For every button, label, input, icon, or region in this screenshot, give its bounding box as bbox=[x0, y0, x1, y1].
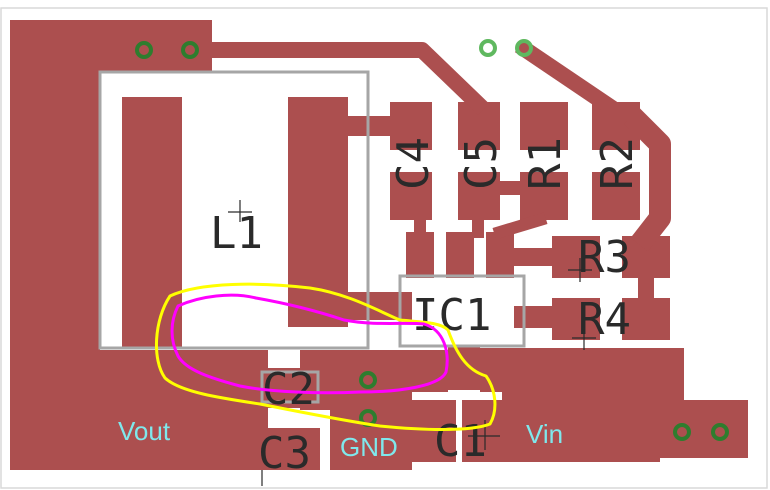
via-top-left-1 bbox=[135, 41, 153, 59]
component-origins bbox=[228, 200, 596, 486]
label-c1: C1 bbox=[434, 416, 487, 467]
c1-left-pad bbox=[412, 400, 456, 462]
net-label-gnd: GND bbox=[340, 432, 398, 462]
label-r2: R2 bbox=[592, 137, 643, 190]
annotation-magenta-loop bbox=[170, 293, 449, 395]
r1-top-pad bbox=[520, 102, 568, 150]
via-vin-1 bbox=[673, 423, 691, 441]
annotation-yellow-loop bbox=[155, 282, 497, 431]
gnd-copper-pour bbox=[300, 350, 448, 470]
silkscreen-layer bbox=[98, 70, 526, 404]
via-gnd-1 bbox=[359, 371, 377, 389]
label-c3: C3 bbox=[258, 428, 311, 479]
net-label-vout: Vout bbox=[118, 416, 171, 446]
label-ic1: IC1 bbox=[412, 290, 491, 341]
via-to-r2-trace bbox=[514, 38, 618, 116]
r3-origin-cross bbox=[568, 258, 592, 282]
ic1-pin-2 bbox=[446, 232, 474, 278]
via-layer bbox=[135, 39, 729, 441]
vout-copper-pour bbox=[10, 20, 268, 470]
via-vin-2 bbox=[711, 423, 729, 441]
c4-bottom-pad bbox=[390, 172, 432, 220]
c2-outline bbox=[260, 370, 320, 404]
r2-bottom-pad bbox=[592, 172, 640, 220]
ic1-outline bbox=[398, 274, 526, 348]
r3-left-pad bbox=[552, 236, 600, 278]
l1-right-pad bbox=[288, 97, 348, 327]
r2-feedback-trace bbox=[624, 108, 671, 252]
ic1-r3-trace bbox=[508, 248, 556, 266]
ic1-bottom-pad bbox=[448, 345, 480, 390]
net-label-vin: Vin bbox=[526, 419, 563, 449]
vin-copper-pour bbox=[480, 348, 748, 462]
via-top-mid-2 bbox=[515, 39, 533, 57]
r1-bottom-pad bbox=[520, 172, 568, 220]
top-trace bbox=[188, 42, 490, 116]
c4-top-pad bbox=[390, 102, 432, 150]
copper-traces bbox=[188, 38, 671, 306]
label-c5: C5 bbox=[456, 137, 507, 190]
c3-pad bbox=[252, 428, 320, 470]
designators: L1 IC1 C1 C2 C3 C4 C5 R1 R2 R3 R4 bbox=[210, 137, 643, 479]
ic1-pin-1 bbox=[406, 232, 434, 278]
via-top-left-2 bbox=[181, 41, 199, 59]
label-c4: C4 bbox=[388, 137, 439, 190]
label-l1: L1 bbox=[210, 208, 263, 259]
r4-left-pad bbox=[552, 298, 600, 340]
annotations bbox=[155, 282, 497, 431]
label-r4: R4 bbox=[578, 294, 631, 345]
label-r3: R3 bbox=[578, 232, 631, 283]
l1-origin-cross bbox=[228, 200, 252, 222]
r4-origin-cross bbox=[572, 326, 596, 350]
ic1-r4-trace bbox=[514, 306, 558, 328]
l1-left-pad bbox=[122, 97, 182, 347]
label-r1: R1 bbox=[520, 137, 571, 190]
r1-ic-trace bbox=[492, 212, 548, 240]
net-labels: Vout GND Vin bbox=[118, 416, 563, 462]
via-top-mid-1 bbox=[479, 39, 497, 57]
c5-bottom-pad bbox=[458, 172, 500, 220]
l1-outline bbox=[98, 70, 370, 350]
